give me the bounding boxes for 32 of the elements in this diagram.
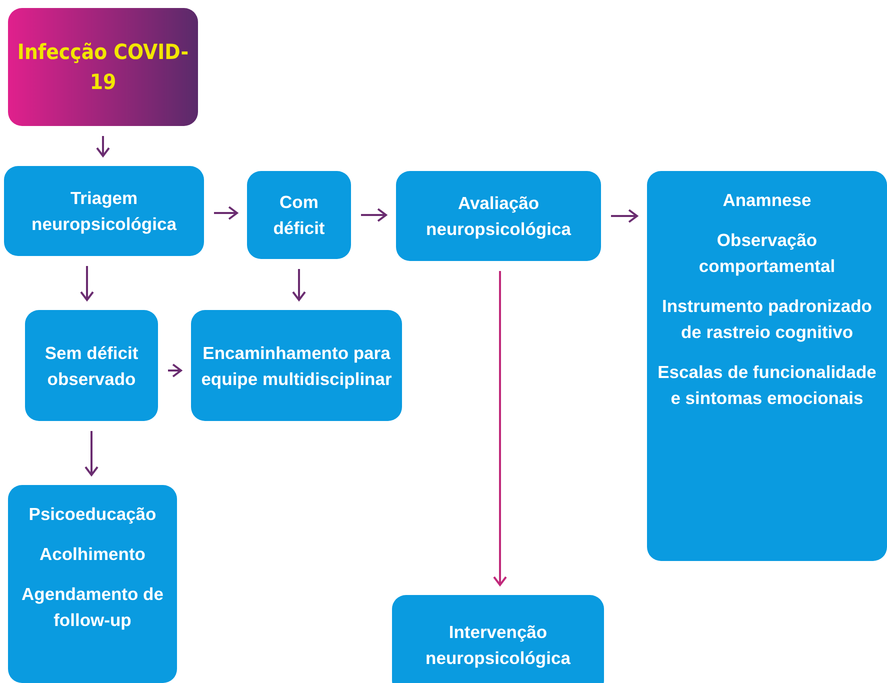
process-box [191,310,402,421]
box-text: Anamnese [722,189,812,212]
box-text: Agendamento de follow-up [20,583,164,632]
process-box [396,171,601,261]
box-text: Intervenção neuropsicológica [424,621,572,670]
arrow [80,266,94,301]
arrow [168,364,182,378]
box-text: Encaminhamento para equipe multidisciplinar [200,342,393,391]
arrow [611,209,638,223]
arrow [96,136,110,157]
process-box [25,310,158,421]
box-text: Triagem neuropsicológica [30,187,178,236]
arrow [84,431,98,476]
box-text: Instrumento padronizado de rastreio cognitivo [661,295,873,344]
box-text: Escalas de funcionalidade e sintomas emocionais [656,361,878,410]
arrow [214,206,238,220]
process-box [392,595,604,683]
arrow [493,271,507,586]
box-text: Acolhimento [40,543,146,566]
process-box [247,171,351,259]
start-box [8,8,198,126]
box-text: Observação comportamental [698,229,836,278]
arrow [292,269,306,301]
box-text: Avaliação neuropsicológica [425,192,572,241]
box-text: Psicoeducação [28,503,156,526]
box-text: Infecção COVID-19 [16,39,190,96]
process-box [647,171,887,561]
box-text: Com déficit [272,191,326,240]
process-box [8,485,177,683]
arrow [361,208,387,222]
box-text: Sem déficit observado [44,342,140,390]
process-box [4,166,204,256]
